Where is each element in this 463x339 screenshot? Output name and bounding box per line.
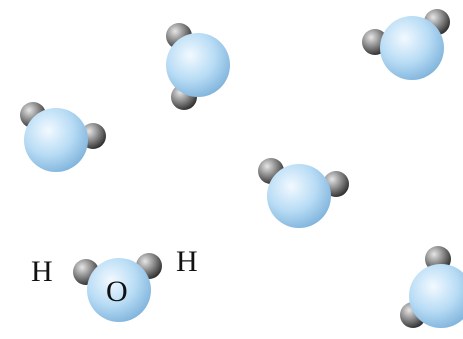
hydrogen-label-left: H	[31, 255, 53, 288]
water-molecule-3	[20, 102, 106, 172]
water-molecule-1	[166, 23, 230, 110]
oxygen-atom	[166, 33, 230, 97]
oxygen-atom	[267, 164, 331, 228]
oxygen-atom	[380, 16, 444, 80]
water-molecule-labeled: H O H	[31, 245, 198, 322]
oxygen-atom	[24, 108, 88, 172]
oxygen-label: O	[106, 275, 128, 308]
water-molecule-4	[258, 158, 349, 228]
oxygen-atom	[409, 264, 463, 328]
water-molecule-2	[362, 9, 450, 80]
oxygen-atom	[87, 258, 151, 322]
water-molecule-6	[400, 246, 463, 328]
hydrogen-label-right: H	[176, 245, 198, 278]
